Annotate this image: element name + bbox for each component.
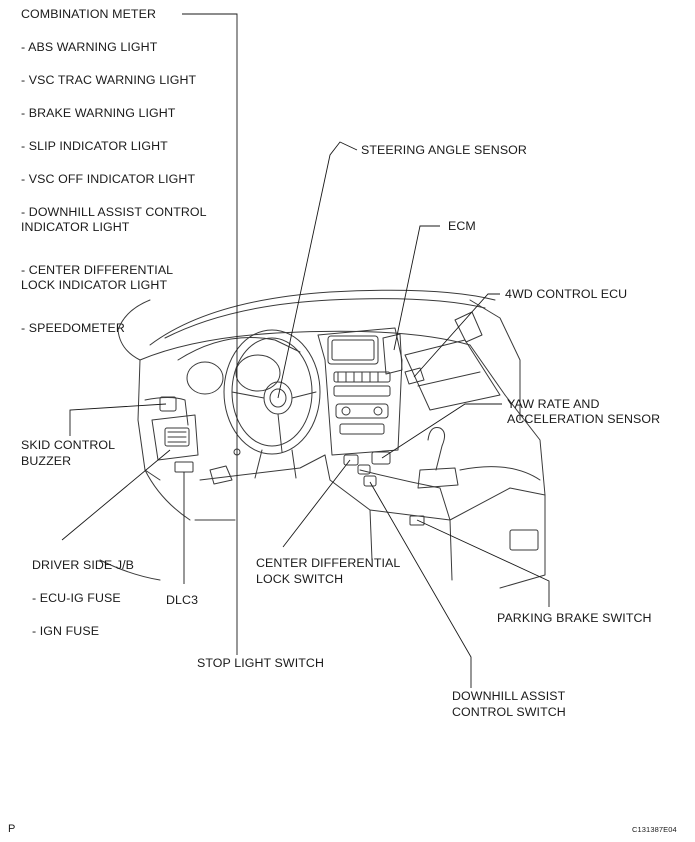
- slip-indicator-label: - SLIP INDICATOR LIGHT: [21, 139, 168, 153]
- yaw-rate-label-line1: YAW RATE AND: [507, 397, 600, 411]
- ecm-label: ECM: [448, 219, 476, 233]
- leader-skid-buzzer: [69, 403, 167, 436]
- windshield-inner: [164, 298, 486, 339]
- fourwd-ecu-box: [404, 367, 425, 385]
- center-diff-indicator-label-line1: - CENTER DIFFERENTIAL: [21, 263, 174, 277]
- skid-control-buzzer-label-line1: SKID CONTROL: [21, 438, 116, 452]
- dlc3-label: DLC3: [166, 593, 199, 607]
- leader-downhill-switch: [369, 481, 472, 688]
- right-pillar: [469, 299, 521, 421]
- center-diff-lock-switch-label-line2: LOCK SWITCH: [256, 572, 344, 586]
- display-screen: [327, 335, 379, 365]
- downhill-assist-switch-label-line1: DOWNHILL ASSIST: [452, 689, 566, 703]
- downhill-indicator-label-line1: - DOWNHILL ASSIST CONTROL: [21, 205, 207, 219]
- ign-fuse-label: - IGN FUSE: [32, 624, 100, 638]
- abs-warning-label: - ABS WARNING LIGHT: [21, 40, 158, 54]
- downhill-assist-switch-label-line2: CONTROL SWITCH: [452, 705, 566, 719]
- dlc3-box: [174, 461, 194, 473]
- driver-side-jb-label: DRIVER SIDE J/B: [32, 558, 135, 572]
- parking-brake-switch-box: [409, 515, 425, 526]
- instrument-hood: [177, 337, 301, 361]
- vsc-off-indicator-label: - VSC OFF INDICATOR LIGHT: [21, 172, 196, 186]
- leader-steering-angle-sensor: [277, 141, 358, 399]
- parking-brake-switch-label: PARKING BRAKE SWITCH: [497, 611, 652, 625]
- stop-light-switch-label: STOP LIGHT SWITCH: [197, 656, 325, 670]
- leader-fourwd-ecu: [413, 293, 500, 378]
- center-stack: [317, 327, 403, 456]
- brake-warning-label: - BRAKE WARNING LIGHT: [21, 106, 176, 120]
- leader-parking-brake: [416, 519, 550, 607]
- leader-combination-meter: [182, 13, 238, 655]
- center-console: [324, 454, 546, 589]
- speedometer-label: - SPEEDOMETER: [21, 321, 125, 335]
- driver-jb-box: [151, 414, 199, 461]
- ecu-ig-fuse-label: - ECU-IG FUSE: [32, 591, 121, 605]
- shift-lever: [427, 427, 446, 471]
- yaw-rate-label-line2: ACCELERATION SENSOR: [507, 412, 661, 426]
- page-marker: P: [8, 823, 16, 835]
- dash-top: [139, 330, 506, 396]
- downhill-indicator-label-line2: INDICATOR LIGHT: [21, 220, 130, 234]
- skid-control-buzzer-label-line2: BUZZER: [21, 454, 72, 468]
- vsc-trac-warning-label: - VSC TRAC WARNING LIGHT: [21, 73, 197, 87]
- combination-meter-label: COMBINATION METER: [21, 7, 157, 21]
- leader-yaw-rate: [381, 403, 502, 459]
- yaw-rate-sensor-box: [371, 451, 391, 465]
- center-diff-lock-switch-label-line1: CENTER DIFFERENTIAL: [256, 556, 401, 570]
- leader-center-diff-switch: [282, 459, 351, 548]
- center-diff-switch: [343, 454, 359, 466]
- steering-wheel-rim: [223, 329, 321, 455]
- center-diff-indicator-label-line2: LOCK INDICATOR LIGHT: [21, 278, 168, 292]
- leader-driver-jb: [61, 449, 171, 541]
- steering-angle-sensor-label: STEERING ANGLE SENSOR: [361, 143, 527, 157]
- windshield-outline: [149, 289, 496, 346]
- dash-left-lower: [137, 359, 161, 481]
- figure-code: C131387E04: [632, 825, 677, 834]
- leader-ecm: [393, 225, 440, 351]
- fourwd-control-ecu-label: 4WD CONTROL ECU: [505, 287, 628, 301]
- ecm-box: [382, 333, 403, 375]
